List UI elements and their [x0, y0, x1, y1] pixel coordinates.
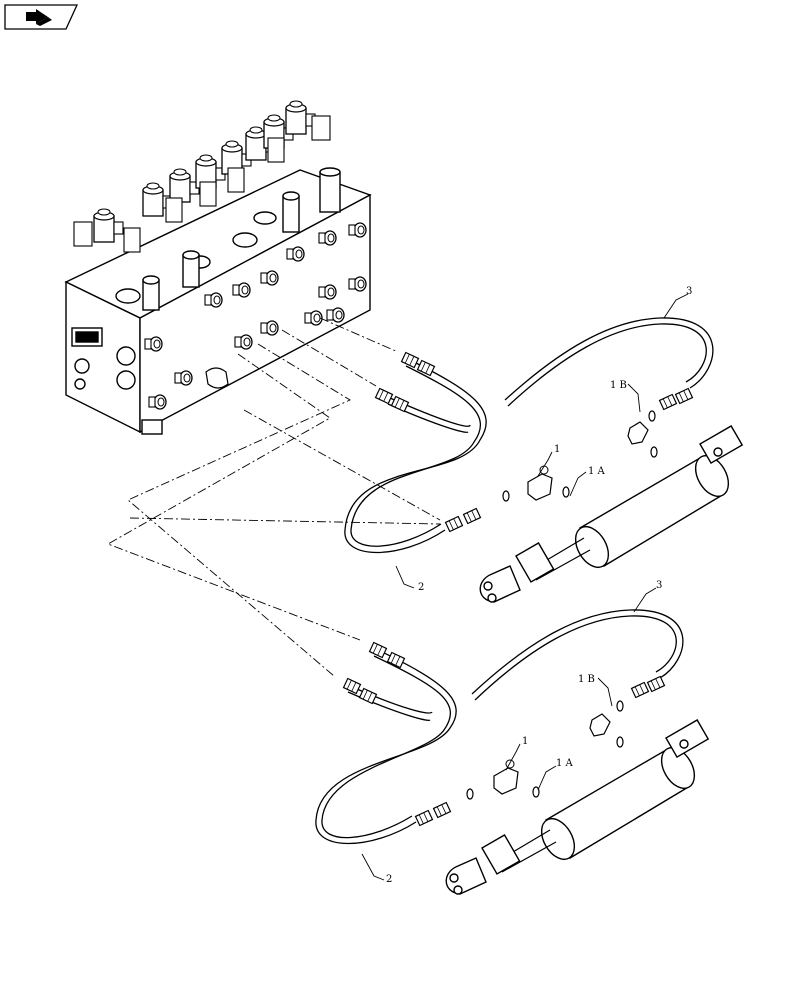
page-back-arrow-icon: [26, 9, 52, 26]
callout-1a-lower: 1 A: [556, 758, 574, 769]
control-valve-block: [64, 167, 372, 435]
callout-2-lower: 2: [386, 874, 392, 885]
flow-path-lines: [106, 317, 441, 677]
callout-3-upper: 3: [686, 286, 692, 297]
callout-1b-upper: 1 B: [610, 380, 627, 391]
valve-ports: [144, 222, 367, 410]
lower-fittings: [342, 641, 666, 827]
callout-1b-lower: 1 B: [578, 674, 595, 685]
callout-1-upper: 1: [554, 444, 560, 455]
upper-fittings: [374, 351, 694, 533]
callout-3-lower: 3: [656, 580, 662, 591]
solenoid-valves: [73, 100, 331, 253]
callout-2-upper: 2: [418, 582, 424, 593]
callout-leaders: [361, 293, 689, 881]
callout-1-lower: 1: [522, 736, 528, 747]
upper-cylinder: [479, 425, 744, 603]
lower-hose-assembly: [315, 609, 684, 845]
nav-back-tab[interactable]: [4, 4, 78, 30]
callout-1a-upper: 1 A: [588, 466, 606, 477]
lower-cylinder: [445, 719, 710, 895]
callout-labels: 3 1 B 1 1 A 2 3 1 B 1 1 A 2: [386, 286, 692, 885]
